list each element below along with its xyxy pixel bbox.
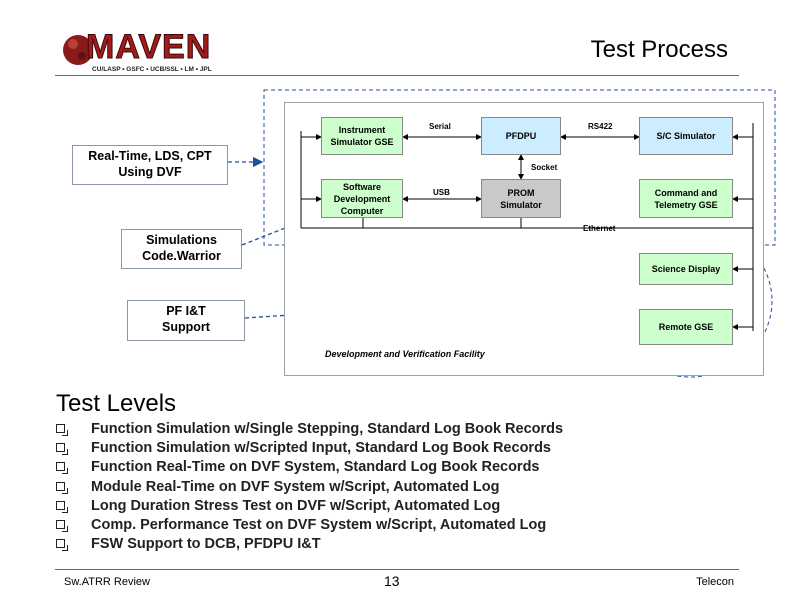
list-item: Function Simulation w/Scripted Input, St… <box>56 440 563 459</box>
command-telemetry-box: Command and Telemetry GSE <box>639 179 733 218</box>
rs422-label: RS422 <box>588 122 613 131</box>
footer-telecon: Telecon <box>696 576 734 588</box>
slide-title: Test Process <box>590 36 728 63</box>
instrument-simulator-box: Instrument Simulator GSE <box>321 117 403 155</box>
serial-label: Serial <box>429 122 451 131</box>
list-item-text: Long Duration Stress Test on DVF w/Scrip… <box>91 497 501 514</box>
remote-gse-label: Remote GSE <box>658 322 714 332</box>
simulations-box: Simulations Code.Warrior <box>121 229 242 269</box>
dvf-block-diagram: Instrument Simulator GSE PFDPU S/C Simul… <box>284 102 764 376</box>
ethernet-label: Ethernet <box>583 224 616 233</box>
science-display-label: Science Display <box>651 264 721 274</box>
software-development-box: Software Development Computer <box>321 179 403 218</box>
list-item: Function Real-Time on DVF System, Standa… <box>56 459 563 478</box>
instrument-simulator-label: Instrument Simulator GSE <box>330 125 394 147</box>
command-telemetry-label: Command and Telemetry GSE <box>654 187 718 210</box>
realtime-box: Real-Time, LDS, CPT Using DVF <box>72 145 228 185</box>
checkbox-bullet-icon <box>56 539 68 552</box>
simulations-box-label: Simulations Code.Warrior <box>142 233 221 263</box>
test-levels-heading: Test Levels <box>56 390 177 417</box>
socket-label: Socket <box>531 163 558 172</box>
sc-simulator-box: S/C Simulator <box>639 117 733 155</box>
list-item-text: Function Simulation w/Scripted Input, St… <box>91 440 551 457</box>
list-item-text: Function Real-Time on DVF System, Standa… <box>91 459 540 476</box>
list-item: Function Simulation w/Single Stepping, S… <box>56 421 563 440</box>
maven-logo-text: MAVEN <box>86 28 211 66</box>
checkbox-bullet-icon <box>56 462 68 475</box>
pfdpu-box: PFDPU <box>481 117 561 155</box>
science-display-box: Science Display <box>639 253 733 285</box>
page-number: 13 <box>384 573 400 589</box>
list-item: Module Real-Time on DVF System w/Script,… <box>56 479 563 498</box>
list-item-text: Module Real-Time on DVF System w/Script,… <box>91 478 500 495</box>
sc-simulator-label: S/C Simulator <box>656 131 716 141</box>
dvf-dashed-outline <box>263 89 776 246</box>
facility-label: Development and Verification Facility <box>325 349 485 359</box>
checkbox-bullet-icon <box>56 424 68 436</box>
pfit-box: PF I&T Support <box>127 300 245 341</box>
list-item: Long Duration Stress Test on DVF w/Scrip… <box>56 498 563 517</box>
list-item-text: Comp. Performance Test on DVF System w/S… <box>91 516 547 533</box>
maven-logo: MAVEN CU/LASP • GSFC • UCB/SSL • LM • JP… <box>58 14 218 76</box>
usb-label: USB <box>433 188 450 197</box>
list-item: Comp. Performance Test on DVF System w/S… <box>56 517 563 536</box>
software-development-label: Software Development Computer <box>333 181 391 216</box>
pfit-box-label: PF I&T Support <box>162 304 210 334</box>
test-levels-list: Function Simulation w/Single Stepping, S… <box>56 421 563 555</box>
diagram-wires <box>300 123 754 331</box>
checkbox-bullet-icon <box>56 481 68 494</box>
checkbox-bullet-icon <box>56 443 68 456</box>
list-item-text: Function Simulation w/Single Stepping, S… <box>91 421 564 437</box>
header-rule <box>55 75 739 76</box>
list-item-text: FSW Support to DCB, PFDPU I&T <box>91 536 321 553</box>
prom-simulator-label: PROM Simulator <box>500 187 542 210</box>
maven-logo-partners: CU/LASP • GSFC • UCB/SSL • LM • JPL <box>92 66 212 73</box>
realtime-box-label: Real-Time, LDS, CPT Using DVF <box>88 149 212 179</box>
list-item: FSW Support to DCB, PFDPU I&T <box>56 536 563 555</box>
checkbox-bullet-icon <box>56 500 68 513</box>
pfdpu-label: PFDPU <box>505 131 537 141</box>
remote-gse-box: Remote GSE <box>639 309 733 345</box>
prom-simulator-box: PROM Simulator <box>481 179 561 218</box>
footer-rule <box>55 569 739 570</box>
checkbox-bullet-icon <box>56 519 68 532</box>
footer-review-name: Sw.ATRR Review <box>64 576 150 588</box>
